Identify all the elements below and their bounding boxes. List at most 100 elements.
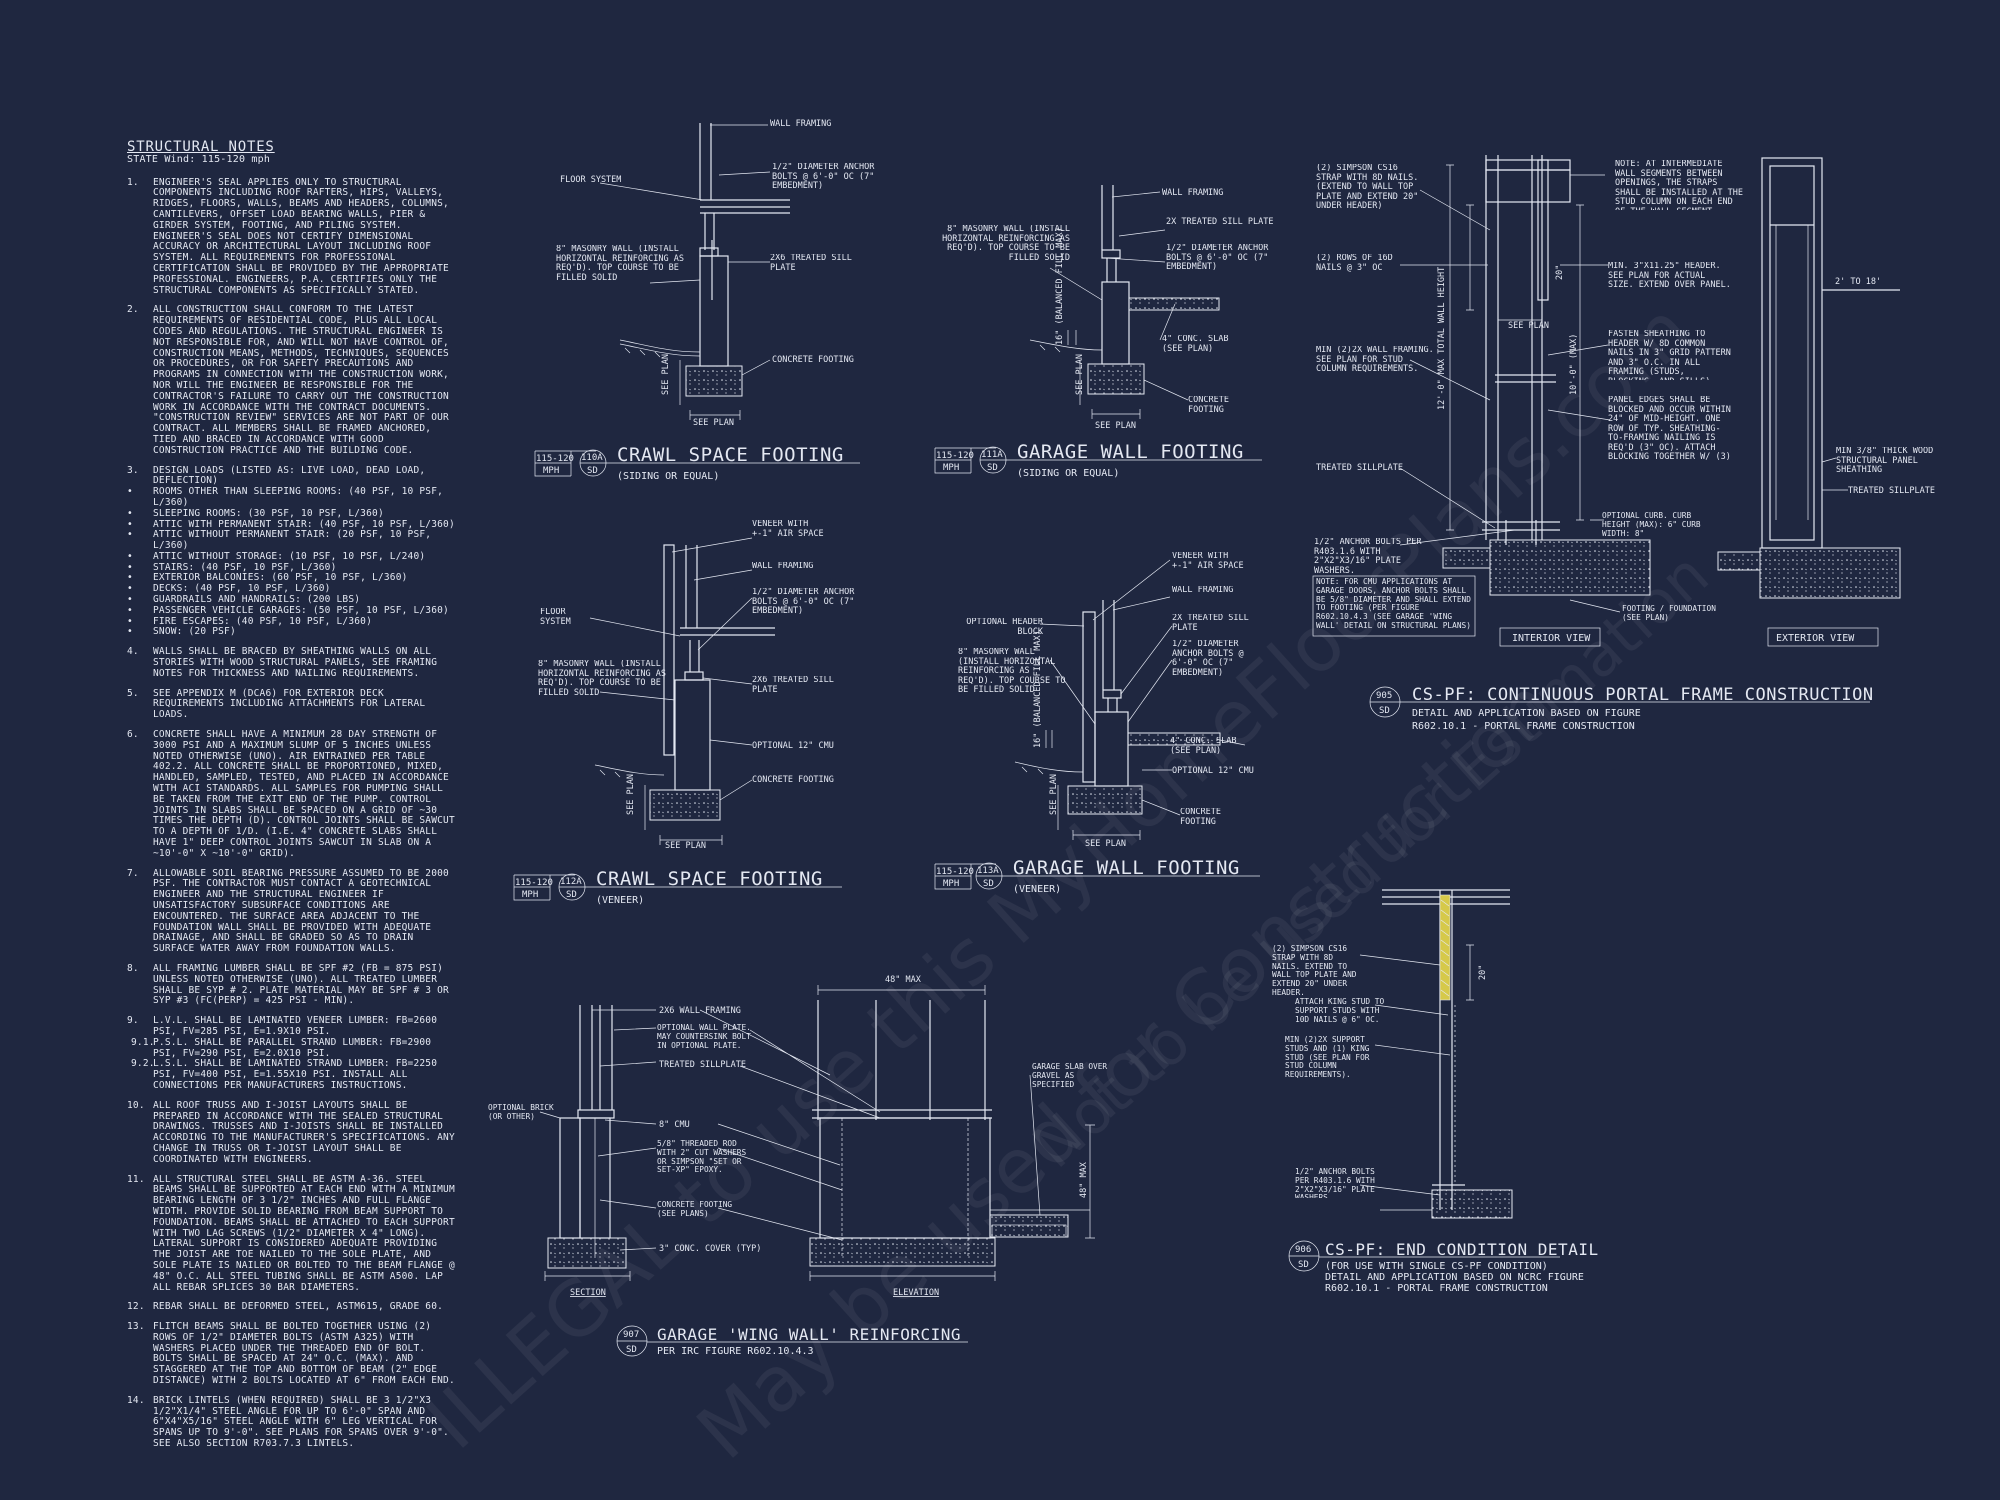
- note-text: ALL FRAMING LUMBER SHALL BE SPF #2 (Fb =…: [153, 962, 449, 1007]
- load-text: FIRE ESCAPES: (40 PSF, 10 PSF, L/360): [153, 615, 373, 627]
- note-text: P.S.L. SHALL BE PARALLEL STRAND LUMBER: …: [153, 1036, 432, 1059]
- d907-label-48max-side: 48" MAX: [1079, 1161, 1089, 1198]
- d905-label-total-height: 12'-0" MAX TOTAL WALL HEIGHT: [1437, 267, 1447, 410]
- d906-label-king-stud: ATTACH KING STUD TO SUPPORT STUDS WITH 1…: [1295, 998, 1385, 1024]
- d110-wind: 115-120: [536, 454, 574, 464]
- d112-label-sill-plate: 2x6 TREATED SILL PLATE: [752, 676, 834, 695]
- d111-label-masonry-wall: 8" MASONRY WALL (INSTALL HORIZONTAL REIN…: [942, 225, 1070, 263]
- bullet-icon: •: [127, 550, 133, 562]
- notes-list-3: 10.ALL ROOF TRUSS AND I-JOIST LAYOUTS SH…: [127, 1099, 455, 1450]
- detail-907: SECTION 48" MAX 48" MAX ELEVATION 2x6 WA…: [488, 975, 1107, 1357]
- d905-label-dim-2-18: 2' TO 18': [1835, 277, 1881, 287]
- d905-sub2: R602.10.1 - PORTAL FRAME CONSTRUCTION: [1412, 721, 1635, 732]
- note-text: WALLS SHALL BE BRACED BY SHEATHING WALLS…: [153, 646, 438, 679]
- d905-label-fasten: FASTEN SHEATHING TO HEADER W/ 8d COMMON …: [1608, 330, 1731, 380]
- d907-bubble-bottom: SD: [626, 1345, 637, 1355]
- load-item: • PASSENGER VEHICLE GARAGES: (50 PSF, 10 …: [127, 604, 455, 617]
- load-text: DECKS: (40 PSF, 10 PSF, L/360): [153, 583, 331, 595]
- d907-label-sillplate: TREATED SILLPLATE: [659, 1060, 746, 1070]
- detail-905: (2) SIMPSON CS16 STRAP WITH 8d NAILS. (E…: [1312, 155, 1935, 732]
- note-number: 9.2.: [131, 1058, 155, 1070]
- note-number: 13.: [127, 1321, 145, 1333]
- d111-bubble-top: 111A: [981, 450, 1003, 460]
- d905-sub1: DETAIL AND APPLICATION BASED ON FIGURE: [1412, 708, 1641, 719]
- note-text: FLITCH BEAMS SHALL BE BOLTED TOGETHER US…: [153, 1321, 455, 1387]
- note-text: DESIGN LOADS (LISTED AS: LIVE LOAD, DEAD…: [153, 464, 426, 487]
- d905-cmu-note: NOTE: FOR CMU APPLICATIONS AT GARAGE DOO…: [1316, 578, 1471, 630]
- d905-label-exterior-view: EXTERIOR VIEW: [1776, 633, 1855, 644]
- note-number: 9.: [127, 1015, 139, 1027]
- d111-bubble-bottom: SD: [987, 463, 998, 473]
- bullet-icon: •: [127, 604, 133, 616]
- note-item: 4.WALLS SHALL BE BRACED BY SHEATHING WAL…: [127, 646, 455, 679]
- d110-label-see-plan-1: SEE PLAN: [693, 418, 734, 428]
- d905-label-sheathing: MIN 3/8" THICK WOOD STRUCTURAL PANEL SHE…: [1836, 447, 1934, 475]
- bullet-icon: •: [127, 561, 133, 573]
- d112-wind-unit: MPH: [522, 890, 538, 900]
- bullet-icon: •: [127, 507, 133, 519]
- d112-wind: 115-120: [515, 878, 553, 888]
- d907-label-48max-top: 48" MAX: [885, 975, 922, 985]
- note-number: 8.: [127, 962, 139, 974]
- note-number: 10.: [127, 1099, 145, 1111]
- note-number: 14.: [127, 1394, 145, 1406]
- d905-label-wall-framing: MIN (2)2X WALL FRAMING. SEE PLAN FOR STU…: [1316, 346, 1434, 374]
- d907-label-wall-framing: 2x6 WALL FRAMING: [659, 1006, 741, 1016]
- load-text: EXTERIOR BALCONIES: (60 PSF, 10 PSF, L/3…: [153, 572, 408, 584]
- bullet-icon: •: [127, 518, 133, 530]
- notes-subtitle: STATE Wind: 115-120 mph: [127, 153, 271, 165]
- d905-label-nails: (2) ROWS OF 16d NAILS @ 3" OC: [1316, 254, 1393, 273]
- notes-list-2: 4.WALLS SHALL BE BRACED BY SHEATHING WAL…: [127, 646, 455, 1038]
- d906-bubble-top: 906: [1295, 1245, 1311, 1255]
- d905-bubble-bottom: SD: [1379, 706, 1390, 716]
- d905-label-anchor-bolts: 1/2" ANCHOR BOLTS PER R403.1.6 WITH 2"x2…: [1314, 538, 1422, 573]
- d113-bubble-top: 113A: [977, 866, 999, 876]
- d907-sub1: PER IRC FIGURE R602.10.4.3: [657, 1346, 814, 1357]
- detail-111a: WALL FRAMING 2x TREATED SILL PLATE 1/2" …: [934, 185, 1273, 479]
- load-item: •DECKS: (40 PSF, 10 PSF, L/360): [127, 583, 455, 595]
- d113-wind-unit: MPH: [943, 879, 959, 889]
- note-item: 3. DESIGN LOADS (LISTED AS: LIVE LOAD, DE…: [127, 464, 455, 488]
- load-text: PASSENGER VEHICLE GARAGES: (50 PSF, 10 P…: [153, 604, 449, 616]
- notes-title: STRUCTURAL NOTES: [127, 139, 275, 155]
- load-text: ATTIC WITH PERMANENT STAIR: (40 PSF, 10 …: [153, 518, 455, 530]
- d113-label-sill-plate: 2x TREATED SILL PLATE: [1172, 614, 1249, 633]
- note-number: 9.1.: [131, 1036, 155, 1048]
- d113-label-header-block: OPTIONAL HEADER BLOCK: [966, 618, 1043, 637]
- d907-label-brick: OPTIONAL BRICK (OR OTHER): [488, 1104, 554, 1121]
- note-item: 14.BRICK LINTELS (WHEN REQUIRED) SHALL B…: [127, 1394, 455, 1450]
- d110-wind-unit: MPH: [543, 466, 559, 476]
- load-text: STAIRS: (40 PSF, 10 PSF, L/360): [153, 561, 337, 573]
- d110-bubble-bottom: SD: [587, 466, 598, 476]
- note-text: CONCRETE SHALL HAVE A MINIMUM 28 DAY STR…: [153, 729, 455, 859]
- d112-label-veneer: VENEER WITH +-1" AIR SPACE: [752, 520, 824, 539]
- d906-sub3: R602.10.1 - PORTAL FRAME CONSTRUCTION: [1325, 1283, 1548, 1294]
- d907-label-cover: 3" CONC. COVER (TYP): [659, 1244, 761, 1254]
- note-item: 9. L.V.L. SHALL BE LAMINATED VENEER LUMBE…: [127, 1015, 455, 1038]
- d111-label-wall-framing: WALL FRAMING: [1162, 188, 1223, 198]
- d907-label-footing: CONCRETE FOOTING (SEE PLANS): [657, 1201, 733, 1218]
- d111-label-anchor-bolts: 1/2" DIAMETER ANCHOR BOLTS @ 6'-0" OC (7…: [1166, 244, 1269, 272]
- d110-label-footing: CONCRETE FOOTING: [772, 355, 854, 365]
- d111-label-slab: 4" CONC. SLAB (SEE PLAN): [1162, 335, 1229, 354]
- detail-906: (2) SIMPSON CS16 STRAP WITH 8d NAILS. EX…: [1272, 889, 1598, 1294]
- d905-label-interior-view: INTERIOR VIEW: [1512, 633, 1591, 644]
- note-number: 3.: [127, 464, 139, 476]
- d111-label-footing: CONCRETE FOOTING: [1188, 396, 1229, 415]
- load-item: • FIRE ESCAPES: (40 PSF, 10 PSF, L/360): [127, 615, 455, 628]
- detail-110a: WALL FRAMING FLOOR SYSTEM 1/2" DIAMETER …: [534, 119, 874, 482]
- d113-title: GARAGE WALL FOOTING: [1013, 857, 1240, 879]
- d110-title: CRAWL SPACE FOOTING: [617, 444, 844, 466]
- note-text: L.V.L. SHALL BE LAMINATED VENEER LUMBER:…: [153, 1015, 438, 1037]
- d112-label-see-plan-1: SEE PLAN: [665, 841, 706, 851]
- note-item: 2.ALL CONSTRUCTION SHALL CONFORM TO THE …: [127, 304, 455, 456]
- d111-label-sill-plate: 2x TREATED SILL PLATE: [1166, 217, 1273, 227]
- bullet-icon: •: [127, 615, 133, 627]
- d113-bubble-bottom: SD: [983, 879, 994, 889]
- d111-label-see-plan-2: SEE PLAN: [1075, 354, 1085, 395]
- note-number: 1.: [127, 176, 139, 188]
- d905-intermediate-note: NOTE: AT INTERMEDIATE WALL SEGMENTS BETW…: [1615, 160, 1743, 210]
- load-text: ATTIC WITHOUT STORAGE: (10 PSF, 10 PSF, …: [153, 550, 426, 562]
- d113-label-slab: 4" CONC. SLAB (SEE PLAN): [1170, 737, 1237, 756]
- detail-113a: VENEER WITH +-1" AIR SPACE WALL FRAMING …: [934, 552, 1260, 895]
